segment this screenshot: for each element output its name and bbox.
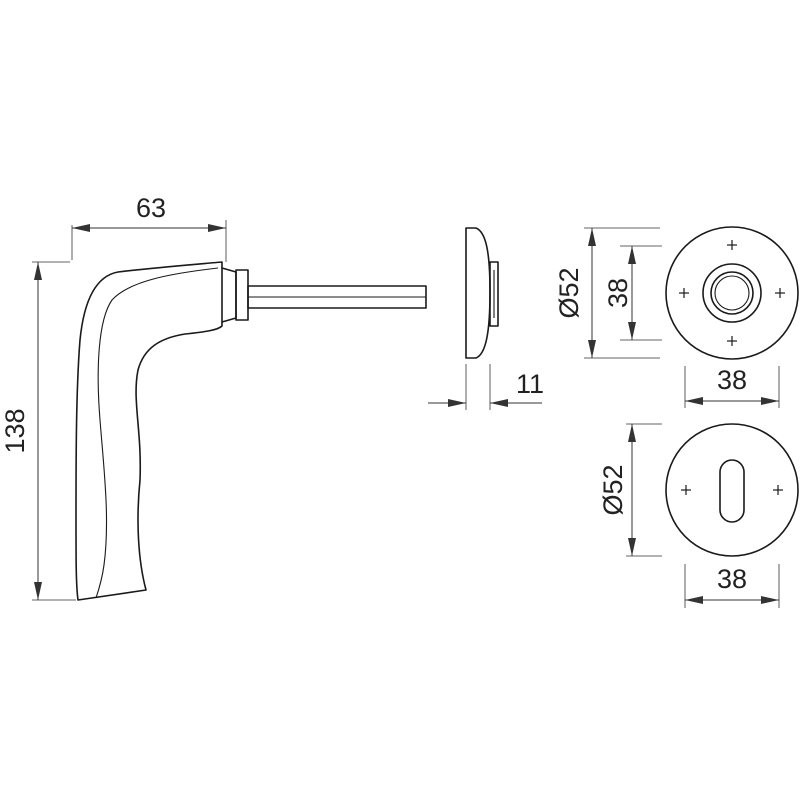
lever-body-outline <box>75 261 223 601</box>
dim-lever-height: 138 <box>0 261 76 601</box>
dim-lever-rose-diameter-label: Ø52 <box>554 267 584 318</box>
dim-key-rose-width: 38 <box>684 564 780 608</box>
dim-lever-rose-width-label: 38 <box>717 365 747 395</box>
dim-lever-width-label: 63 <box>136 193 166 223</box>
lever-collar <box>221 267 237 323</box>
dim-lever-width: 63 <box>71 193 227 262</box>
dim-lever-rose-inner-label: 38 <box>603 278 633 308</box>
dim-lever-rose-inner: 38 <box>603 245 662 341</box>
lever-rose-ring-inner <box>710 271 754 315</box>
dim-lever-rose-width: 38 <box>684 365 780 408</box>
lever-inner-contour <box>95 267 219 599</box>
dim-rose-thickness-label: 11 <box>516 369 544 399</box>
rose-side-view <box>465 227 499 359</box>
dim-lever-rose-diameter: Ø52 <box>554 227 660 359</box>
key-rose-front <box>665 423 799 557</box>
rose-side-boss <box>489 261 499 327</box>
lever-rose-outer <box>665 226 799 360</box>
dim-lever-height-label: 138 <box>0 408 30 453</box>
rose-side-outline <box>465 227 491 359</box>
lever-collar-ring <box>235 269 249 321</box>
lever-rose-ring-outer <box>702 263 762 323</box>
dim-key-rose-width-label: 38 <box>717 564 747 594</box>
dim-key-rose-diameter: Ø52 <box>598 423 662 557</box>
dim-rose-thickness: 11 <box>428 364 544 410</box>
key-rose-outer <box>665 423 799 557</box>
lever-rose-front <box>665 226 799 360</box>
lever-handle <box>75 261 427 601</box>
keyhole-slot <box>719 459 745 523</box>
dim-key-rose-diameter-label: Ø52 <box>598 464 628 515</box>
